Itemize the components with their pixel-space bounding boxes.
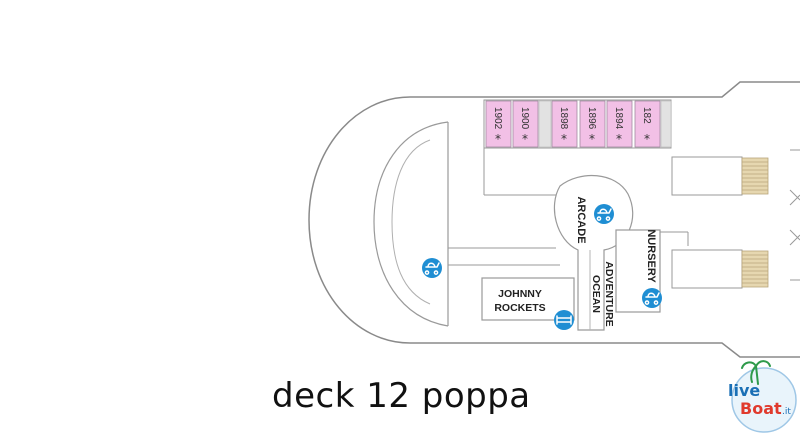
cabin-mark: *	[644, 132, 650, 146]
stair-block	[741, 250, 769, 288]
cabin-number: 1896	[586, 107, 597, 130]
johnny-rockets-label: JOHNNY	[498, 288, 542, 300]
logo-text-suffix: .it	[782, 407, 791, 417]
cabin-number: 1900	[519, 107, 530, 130]
stairway	[741, 157, 769, 195]
globe-icon	[731, 367, 797, 433]
cabin-cell[interactable]	[512, 100, 539, 148]
dining-icon[interactable]	[554, 310, 574, 330]
palm-icon	[741, 360, 771, 385]
cabin-1896[interactable]: 1896 *	[579, 100, 606, 148]
cabin-cell[interactable]	[485, 100, 512, 148]
arcade-label: ARCADE	[575, 196, 587, 243]
cabin-mark: *	[589, 132, 595, 146]
cabin-cell[interactable]	[579, 100, 606, 148]
nursery-label: NURSERY	[645, 229, 657, 283]
stairway	[741, 250, 769, 288]
cabin-mark: *	[561, 132, 567, 146]
cabin-1894[interactable]: 1894 *	[606, 100, 633, 148]
cabin-mark: *	[522, 132, 528, 146]
logo-text-line2: Boat	[740, 399, 782, 418]
cabin-number: 1898	[558, 107, 569, 130]
cabin-number: 1894	[613, 107, 624, 130]
cabin-divider	[660, 100, 672, 148]
logo-text-line1: live	[728, 381, 760, 400]
cabin-cell[interactable]	[634, 100, 661, 148]
cabin-182[interactable]: 182 *	[634, 100, 661, 148]
cabin-number: 182	[641, 107, 652, 124]
cabin-mark: *	[616, 132, 622, 146]
cabin-1898[interactable]: 1898 *	[551, 100, 578, 148]
elevator-bank	[789, 149, 800, 281]
deck-caption: deck 12 poppa	[272, 376, 531, 416]
aft-lounge-wall	[373, 121, 449, 327]
cabin-1902[interactable]: 1902 *	[485, 100, 512, 148]
cabin-1900[interactable]: 1900 *	[512, 100, 539, 148]
adventure-ocean-label: OCEAN	[590, 275, 602, 313]
johnny-rockets-label: ROCKETS	[494, 302, 545, 314]
stroller-icon[interactable]	[642, 288, 662, 308]
cabin-divider	[538, 100, 552, 148]
cabin-mark: *	[495, 132, 501, 146]
stroller-icon[interactable]	[594, 204, 614, 224]
liveboat-logo[interactable]: live Boat .it	[722, 356, 800, 436]
stroller-icon[interactable]	[422, 258, 442, 278]
forward-corridor	[671, 249, 743, 289]
cabin-cell[interactable]	[606, 100, 633, 148]
adventure-ocean-label: ADVENTURE	[603, 261, 615, 326]
cabin-cell[interactable]	[551, 100, 578, 148]
cabin-block: 1902 * 1900 * 1898 * 1896 * 1894 * 182 *	[485, 100, 672, 148]
stair-block	[741, 157, 769, 195]
forward-corridor	[671, 156, 743, 196]
aft-lounge-inner-wall	[391, 139, 431, 305]
cabin-number: 1902	[492, 107, 503, 130]
